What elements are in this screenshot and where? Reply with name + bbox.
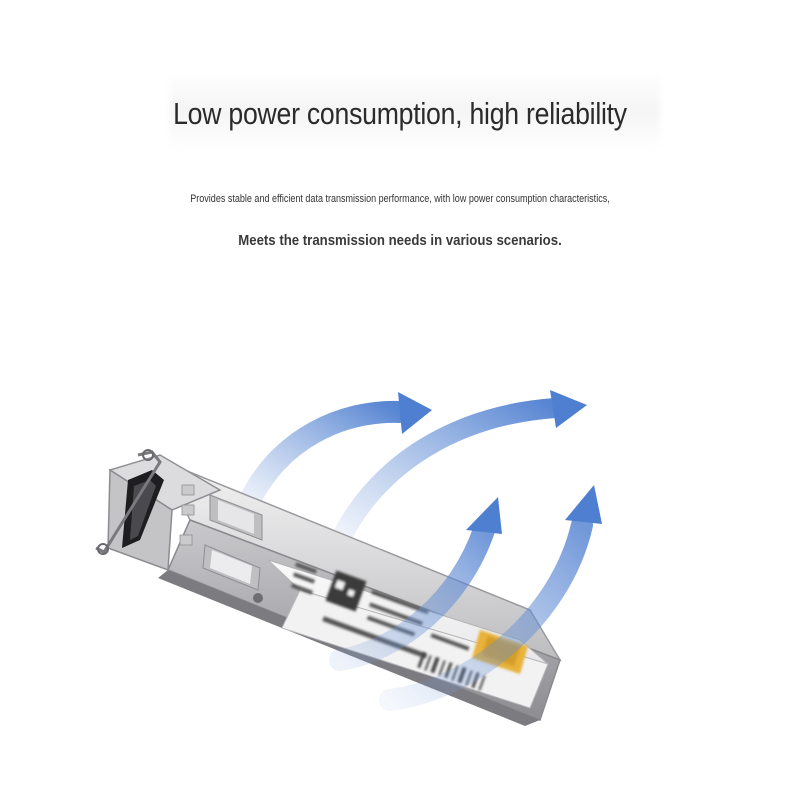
airflow-arrow-lower-left — [329, 497, 502, 671]
connector-housing — [95, 449, 222, 572]
housing-cutouts — [179, 484, 263, 603]
airflow-arrow-upper-left — [239, 392, 432, 511]
page-title: Low power consumption, high reliability — [173, 96, 627, 131]
qr-code — [325, 570, 367, 612]
background-ghost-text — [170, 70, 660, 150]
airflow-arrow-upper-right — [330, 390, 587, 550]
description-text: Provides stable and efficient data trans… — [190, 193, 610, 205]
airflow-arrow-lower-right — [379, 485, 602, 711]
tagline-text: Meets the transmission needs in various … — [238, 232, 562, 249]
sfp-module-body — [95, 449, 562, 726]
